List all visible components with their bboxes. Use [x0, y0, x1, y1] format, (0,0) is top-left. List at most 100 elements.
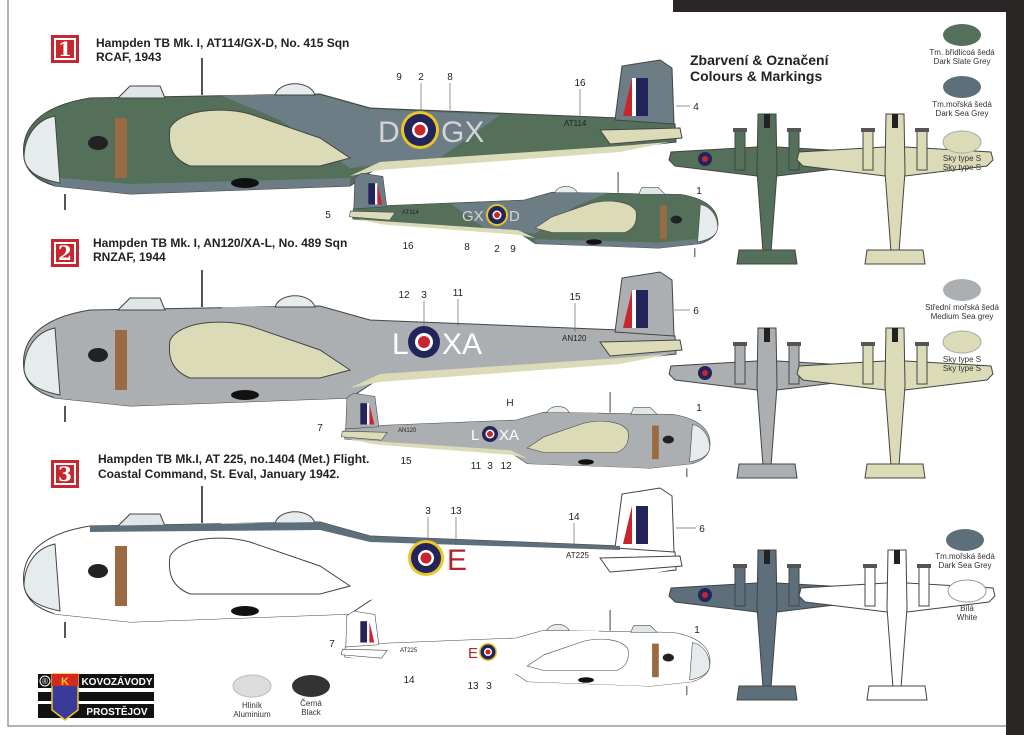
- svg-text:Dark Sea Grey: Dark Sea Grey: [939, 561, 992, 570]
- svg-text:14: 14: [403, 675, 415, 686]
- svg-text:2: 2: [418, 72, 424, 83]
- fuselage-code-small-right: D: [509, 208, 520, 225]
- svg-text:Medium Sea grey: Medium Sea grey: [931, 312, 994, 321]
- svg-text:13: 13: [450, 506, 462, 517]
- svg-text:Black: Black: [301, 708, 322, 717]
- colour-swatch: Tm.mořská šedá Dark Sea Grey: [932, 76, 992, 118]
- svg-text:1: 1: [696, 403, 702, 414]
- fuselage-code-small: E: [468, 645, 478, 662]
- roundel: [401, 111, 439, 149]
- svg-text:11: 11: [453, 288, 464, 299]
- fuselage-code-right: XA: [442, 328, 482, 361]
- colour-swatch: Hliník Aluminium: [232, 674, 272, 719]
- scheme-number-badge: 2: [51, 239, 79, 267]
- svg-text:4: 4: [693, 102, 699, 113]
- svg-text:15: 15: [400, 456, 412, 467]
- svg-text:Sky type S: Sky type S: [943, 163, 981, 172]
- roundel-small: [486, 204, 508, 226]
- scheme-3: 3 Hampden TB Mk.I, AT 225, no.1404 (Met.…: [22, 452, 996, 701]
- heading-english: Colours & Markings: [690, 68, 822, 84]
- svg-text:16: 16: [574, 78, 586, 89]
- side-view-left: [22, 485, 683, 639]
- svg-text:6: 6: [693, 306, 699, 317]
- scheme-subtitle: RNZAF, 1944: [93, 250, 166, 264]
- roundel-small: [479, 643, 497, 661]
- svg-text:Dark Sea Grey: Dark Sea Grey: [936, 109, 989, 118]
- svg-text:Aluminium: Aluminium: [233, 710, 271, 719]
- colour-swatch: Střední mořská šedá Medium Sea grey: [925, 279, 999, 321]
- svg-text:Černá: Černá: [300, 699, 322, 708]
- svg-text:Střední mořská šedá: Střední mořská šedá: [925, 303, 999, 312]
- svg-text:Bílá: Bílá: [960, 604, 974, 613]
- callouts: 3 13 14 6 7 14 13 3 1: [329, 506, 705, 692]
- svg-text:14: 14: [568, 512, 580, 523]
- svg-text:9: 9: [510, 244, 516, 255]
- svg-text:13: 13: [467, 681, 479, 692]
- svg-text:8: 8: [464, 242, 470, 253]
- colour-swatch: Černá Black: [292, 675, 330, 717]
- colour-swatch: Tm.mořská šedá Dark Sea Grey: [935, 529, 995, 570]
- fuselage-code-small-right: XA: [499, 427, 519, 444]
- svg-text:12: 12: [500, 461, 512, 472]
- svg-text:1: 1: [696, 186, 702, 197]
- serial: AT225: [566, 551, 590, 560]
- serial-small: AN120: [398, 428, 417, 434]
- colour-swatch: Bílá White: [947, 579, 987, 622]
- serial: AT114: [564, 119, 587, 128]
- callouts: 9 2 8 16 4 5 16 8 2 9 1: [325, 72, 702, 255]
- svg-text:Dark Slate Grey: Dark Slate Grey: [934, 57, 991, 66]
- roundel-small: [482, 426, 498, 442]
- svg-text:®: ®: [42, 677, 48, 686]
- scheme-title: Hampden TB Mk. I, AT114/GX-D, No. 415 Sq…: [96, 36, 349, 50]
- fuselage-code-left: L: [392, 328, 409, 361]
- svg-text:8: 8: [447, 72, 453, 83]
- svg-text:12: 12: [398, 290, 410, 301]
- scheme-title: Hampden TB Mk. I, AN120/XA-L, No. 489 Sq…: [93, 236, 347, 250]
- svg-text:11: 11: [471, 461, 482, 472]
- fuselage-code-right: GX: [441, 116, 484, 149]
- serial-small: AT114: [402, 210, 419, 216]
- colour-swatch: Sky type S Sky type S: [942, 130, 982, 172]
- svg-text:Tm.mořská šedá: Tm.mořská šedá: [932, 100, 992, 109]
- svg-text:White: White: [957, 613, 978, 622]
- svg-text:3: 3: [421, 290, 427, 301]
- kovozavody-logo: ® K KOVOZÁVODY PROSTĚJOV: [38, 673, 154, 721]
- logo-bottom-text: PROSTĚJOV: [86, 705, 147, 718]
- scheme-number-badge: 3: [51, 460, 79, 488]
- svg-text:5: 5: [325, 210, 331, 221]
- roundel: [408, 326, 440, 358]
- svg-text:16: 16: [402, 241, 414, 252]
- roundel: [408, 540, 444, 576]
- svg-text:Tm.mořská šedá: Tm.mořská šedá: [935, 552, 995, 561]
- fuselage-code-small-left: L: [471, 427, 479, 444]
- dark-border-top: [673, 0, 1024, 12]
- svg-text:H: H: [506, 398, 513, 409]
- svg-text:3: 3: [486, 681, 492, 692]
- svg-text:2: 2: [58, 241, 72, 265]
- colour-swatch: Sky type S Sky type S: [942, 330, 982, 373]
- sheet-frame: [7, 0, 1006, 727]
- scheme-number-badge: 1: [51, 35, 79, 63]
- svg-text:7: 7: [317, 423, 323, 434]
- svg-text:2: 2: [494, 244, 500, 255]
- svg-text:15: 15: [569, 292, 581, 303]
- svg-text:1: 1: [58, 37, 72, 61]
- svg-text:3: 3: [58, 462, 72, 486]
- scheme-subtitle: RCAF, 1943: [96, 50, 162, 64]
- fuselage-code-left: D: [378, 116, 400, 149]
- fuselage-code-small-left: GX: [462, 208, 484, 225]
- scheme-subtitle: Coastal Command, St. Eval, January 1942.: [98, 467, 339, 481]
- svg-text:7: 7: [329, 639, 335, 650]
- svg-text:Sky type S: Sky type S: [943, 355, 981, 364]
- svg-text:3: 3: [487, 461, 493, 472]
- svg-text:K: K: [61, 676, 69, 688]
- svg-text:Tm. břidlicoá šedá: Tm. břidlicoá šedá: [929, 48, 995, 57]
- serial: AN120: [562, 334, 587, 343]
- serial-small: AT225: [400, 648, 418, 654]
- scheme-title: Hampden TB Mk.I, AT 225, no.1404 (Met.) …: [98, 452, 369, 466]
- scheme-1: 1 Hampden TB Mk. I, AT114/GX-D, No. 415 …: [22, 24, 995, 265]
- svg-text:9: 9: [396, 72, 402, 83]
- svg-text:Sky type S: Sky type S: [943, 154, 981, 163]
- callouts: 12 3 11 15 6 H 7 15 11 3 12 1: [317, 288, 702, 472]
